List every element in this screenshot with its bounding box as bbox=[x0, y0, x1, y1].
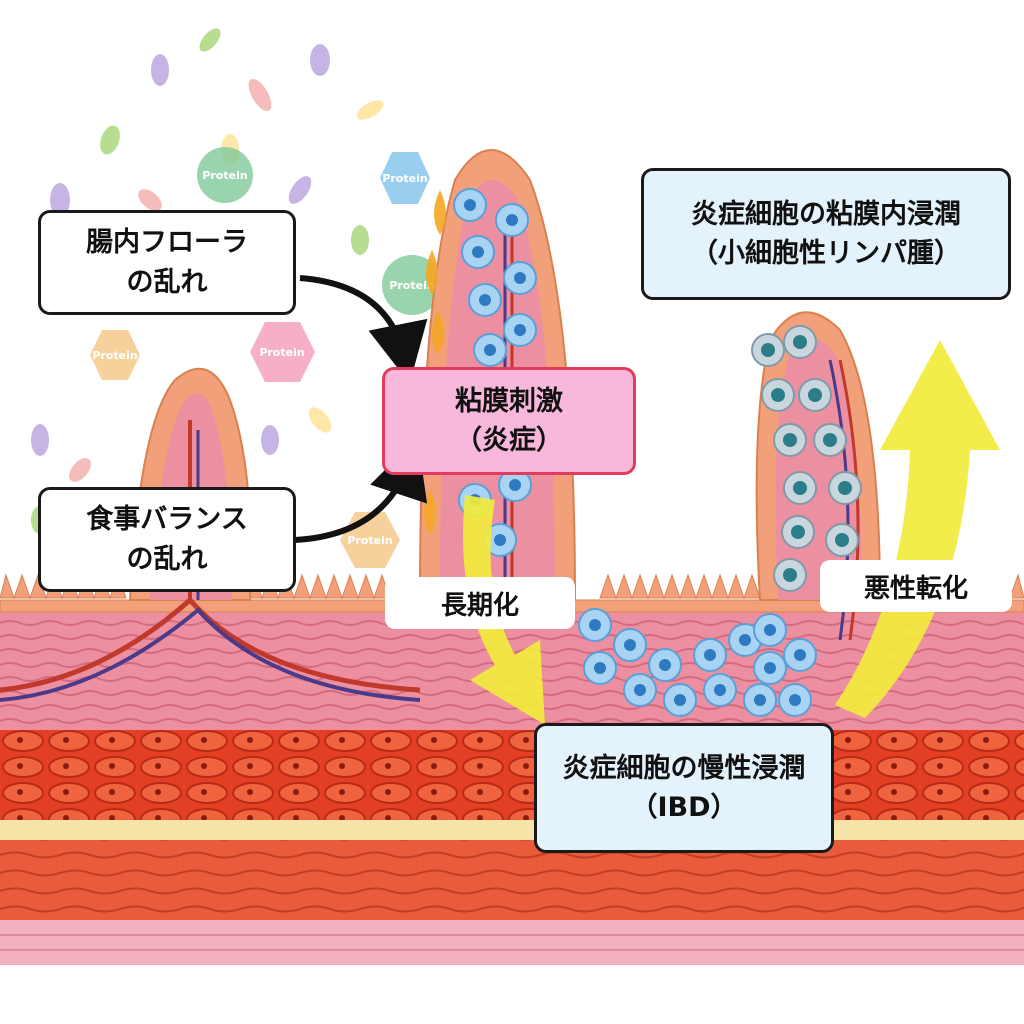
inflammation-flame bbox=[424, 190, 446, 535]
svg-text:Protein: Protein bbox=[389, 279, 434, 292]
mucosal-infiltration-line-1: 炎症細胞の粘膜内浸潤 bbox=[691, 198, 961, 230]
yellow-arrows bbox=[463, 340, 1000, 725]
protein-tag-2: Protein bbox=[380, 152, 430, 204]
protein-tag-1: Protein bbox=[197, 147, 253, 203]
svg-text:Protein: Protein bbox=[382, 172, 427, 185]
flora-disorder-box: 腸内フローラ の乱れ bbox=[38, 210, 296, 315]
mucosal-infiltration-line-2: （小細胞性リンパ腫） bbox=[691, 238, 961, 269]
inflammatory-cells bbox=[453, 188, 817, 717]
protein-tags: Protein Protein Protein Protein Protein … bbox=[90, 147, 442, 568]
svg-text:Protein: Protein bbox=[259, 346, 304, 359]
microbiome-background bbox=[31, 28, 384, 534]
svg-text:Protein: Protein bbox=[202, 169, 247, 182]
chronic-label: 長期化 bbox=[385, 577, 575, 629]
mucosal-infiltration-box: 炎症細胞の粘膜内浸潤 （小細胞性リンパ腫） bbox=[641, 168, 1011, 300]
flora-line-1: 腸内フローラ bbox=[86, 227, 248, 259]
chronic-infiltration-line-2: （IBD） bbox=[630, 792, 738, 823]
chronic-infiltration-line-1: 炎症細胞の慢性浸潤 bbox=[562, 752, 806, 784]
chronic-infiltration-box: 炎症細胞の慢性浸潤 （IBD） bbox=[534, 723, 834, 853]
svg-text:Protein: Protein bbox=[92, 349, 137, 362]
protein-tag-5: Protein bbox=[250, 322, 315, 382]
malignant-label: 悪性転化 bbox=[820, 560, 1012, 612]
protein-tag-4: Protein bbox=[90, 330, 140, 380]
stimulus-line-2: （炎症） bbox=[455, 425, 563, 456]
diet-line-2: の乱れ bbox=[126, 543, 208, 575]
mucosal-stimulus-box: 粘膜刺激 （炎症） bbox=[382, 367, 636, 475]
svg-text:Protein: Protein bbox=[347, 534, 392, 547]
flora-line-2: の乱れ bbox=[126, 266, 208, 298]
lymphoma-cells bbox=[751, 325, 862, 592]
diet-disorder-box: 食事バランス の乱れ bbox=[38, 487, 296, 592]
chronic-arrow bbox=[463, 495, 545, 725]
black-arrows bbox=[294, 275, 428, 543]
stimulus-line-1: 粘膜刺激 bbox=[455, 385, 563, 417]
protein-tag-6: Protein bbox=[340, 512, 400, 568]
malignant-arrow bbox=[835, 340, 1000, 718]
diet-line-1: 食事バランス bbox=[86, 504, 248, 536]
flora-to-stimulus-arrow bbox=[299, 275, 428, 384]
diet-to-stimulus-arrow bbox=[294, 437, 428, 543]
